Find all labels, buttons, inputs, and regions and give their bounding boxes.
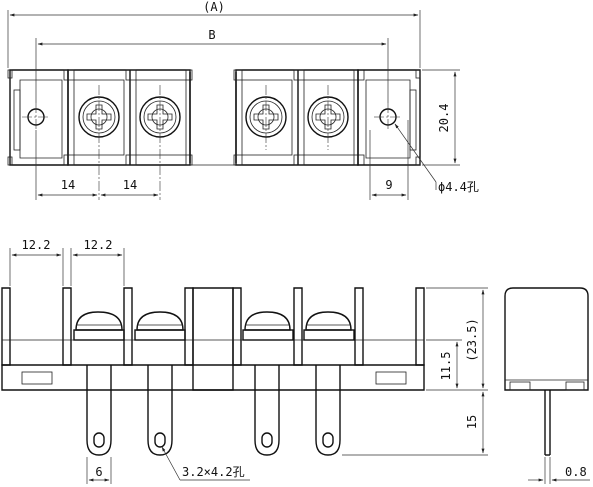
dim-total-height: (23.5) <box>465 318 479 361</box>
screw-head-2 <box>134 311 186 341</box>
dim-pitch-span: B <box>208 28 215 42</box>
right-end-block <box>357 69 421 166</box>
screw-head-3 <box>242 311 294 341</box>
dim-barrier-w2: 12.2 <box>84 238 113 252</box>
top-view: (A) B 20.4 14 14 9 ϕ4.4孔 <box>7 0 479 200</box>
front-view: 12.2 12.2 11.5 (23.5) 15 6 3.2×4.2孔 <box>1 238 488 484</box>
lead-3 <box>254 365 280 456</box>
dim-mount-hole: ϕ4.4孔 <box>438 180 479 194</box>
dim-mount-offset: 9 <box>385 178 392 192</box>
lead-1 <box>86 365 112 456</box>
dim-lead-hole: 3.2×4.2孔 <box>182 465 245 479</box>
lead-2 <box>147 365 173 456</box>
dim-body-height: 11.5 <box>439 352 453 381</box>
dim-overall-length: (A) <box>203 0 225 14</box>
side-view: 0.8 <box>504 287 590 484</box>
screw-head-4 <box>303 311 355 341</box>
dim-lead-width: 6 <box>95 465 102 479</box>
dim-pitch-1: 14 <box>61 178 75 192</box>
screw-head-1 <box>73 311 125 341</box>
lead-4 <box>315 365 341 456</box>
dim-lead-length: 15 <box>465 415 479 429</box>
dim-lead-thickness: 0.8 <box>565 465 587 479</box>
left-end-block <box>9 69 69 166</box>
dim-height-top: 20.4 <box>437 104 451 133</box>
dim-pitch-2: 14 <box>123 178 137 192</box>
dim-barrier-w1: 12.2 <box>22 238 51 252</box>
